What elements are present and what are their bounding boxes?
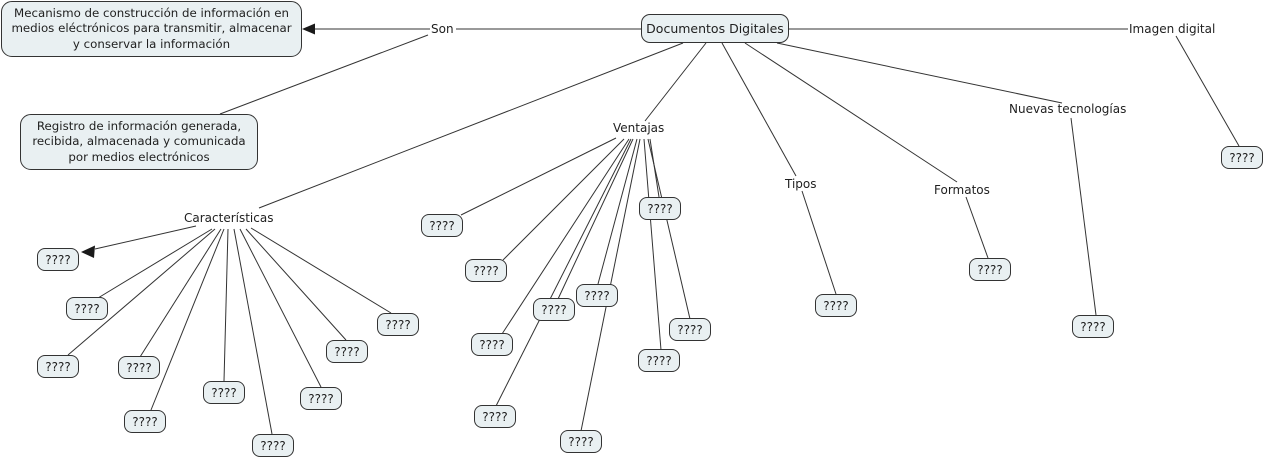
arrowhead-into-caracteristicas-child-1 <box>81 245 95 258</box>
node-caracteristicas-child-5[interactable]: ???? <box>203 381 245 404</box>
node-ventajas-child-7[interactable]: ???? <box>669 318 711 341</box>
node-caracteristicas-child-7[interactable]: ???? <box>252 434 294 457</box>
node-ventajas-child-10[interactable]: ???? <box>560 430 602 453</box>
node-caracteristicas-child-4[interactable]: ???? <box>118 356 160 379</box>
link-label-son[interactable]: Son <box>431 22 454 36</box>
root-connectors <box>219 28 1128 209</box>
node-ventajas-child-8[interactable]: ???? <box>638 349 680 372</box>
arrowhead-into-mecanismo <box>302 23 315 35</box>
node-mecanismo-description[interactable]: Mecanismo de construcción de información… <box>1 1 302 57</box>
node-caracteristicas-child-1[interactable]: ???? <box>37 248 79 271</box>
node-documentos-digitales-root[interactable]: Documentos Digitales <box>641 14 789 43</box>
node-ventajas-child-9[interactable]: ???? <box>474 405 516 428</box>
node-caracteristicas-child-8[interactable]: ???? <box>300 387 342 410</box>
node-caracteristicas-child-3[interactable]: ???? <box>37 355 79 378</box>
branch-label-tipos[interactable]: Tipos <box>785 177 817 191</box>
node-ventajas-child-6[interactable]: ???? <box>639 197 681 220</box>
branch-label-imagen-digital[interactable]: Imagen digital <box>1129 22 1216 36</box>
node-tipos-child-1[interactable]: ???? <box>815 294 857 317</box>
branch-label-caracteristicas[interactable]: Características <box>184 211 274 225</box>
node-ventajas-child-3[interactable]: ???? <box>471 333 513 356</box>
node-ventajas-child-2[interactable]: ???? <box>465 259 507 282</box>
node-nuevas-tecnologias-child-1[interactable]: ???? <box>1072 315 1114 338</box>
caracteristicas-fan-connectors <box>67 225 392 435</box>
node-ventajas-child-4[interactable]: ???? <box>533 298 575 321</box>
branch-to-child-connectors <box>801 35 1240 316</box>
node-ventajas-child-5[interactable]: ???? <box>576 284 618 307</box>
node-caracteristicas-child-9[interactable]: ???? <box>326 340 368 363</box>
branch-label-ventajas[interactable]: Ventajas <box>613 121 665 135</box>
branch-label-formatos[interactable]: Formatos <box>934 183 990 197</box>
node-caracteristicas-child-2[interactable]: ???? <box>66 297 108 320</box>
node-ventajas-child-1[interactable]: ???? <box>421 214 463 237</box>
node-imagen-digital-child-1[interactable]: ???? <box>1221 146 1263 169</box>
node-caracteristicas-child-6[interactable]: ???? <box>124 410 166 433</box>
node-formatos-child-1[interactable]: ???? <box>969 258 1011 281</box>
node-registro-description[interactable]: Registro de información generada, recibi… <box>20 114 258 170</box>
node-caracteristicas-child-10[interactable]: ???? <box>377 313 419 336</box>
branch-label-nuevas-tecnologias[interactable]: Nuevas tecnologías <box>1009 102 1127 116</box>
ventajas-fan-connectors <box>460 137 691 432</box>
